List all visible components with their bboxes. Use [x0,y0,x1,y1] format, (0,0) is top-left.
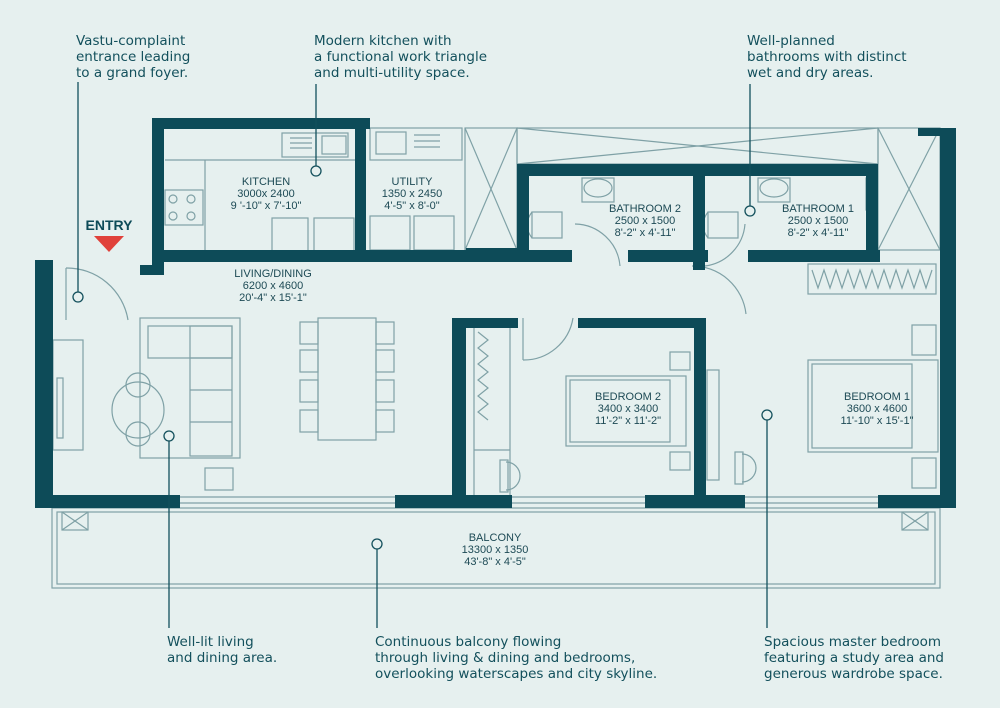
utility-name: UTILITY [392,176,434,188]
bathrooms-line-3: wet and dry areas. [747,65,874,81]
bedroom2-name: BEDROOM 2 [595,391,661,403]
utility-metric: 1350 x 2450 [382,188,443,200]
bathroom2-metric: 2500 x 1500 [615,215,676,227]
entrance-line-1: Vastu-complaint [76,33,186,49]
balcony-imperial: 43'-8" x 4'-5" [464,556,526,568]
bedroom1-metric: 3600 x 4600 [847,403,908,415]
kitchen-imperial: 9 '-10" x 7'-10" [231,200,302,212]
living-annotation: Well-lit living and dining area. [167,634,277,666]
living-metric: 6200 x 4600 [243,280,304,292]
living-line-2: and dining area. [167,650,278,666]
kitchen-line-1: Modern kitchen with [314,33,452,49]
kitchen-name: KITCHEN [242,176,290,188]
balcony-line-2: through living & dining and bedrooms, [375,650,636,666]
master-bedroom-annotation: Spacious master bedroom featuring a stud… [764,634,944,682]
kitchen-line-2: a functional work triangle [314,49,488,65]
bedroom1-name: BEDROOM 1 [844,391,910,403]
entry-arrow-icon [94,236,124,252]
bathrooms-line-1: Well-planned [747,33,835,49]
kitchen-metric: 3000x 2400 [237,188,295,200]
bathroom1-imperial: 8'-2" x 4'-11" [788,227,849,239]
bedroom1-imperial: 11'-10" x 15'-1" [841,415,914,427]
balcony-line-3: overlooking waterscapes and city skyline… [375,666,658,682]
entrance-line-2: entrance leading [76,49,191,65]
entry-label: ENTRY [86,217,134,233]
living-line-1: Well-lit living [167,634,254,650]
bathroom2-name: BATHROOM 2 [609,203,681,215]
master-line-3: generous wardrobe space. [764,666,943,682]
bathrooms-line-2: bathrooms with distinct [747,49,907,65]
thin-lines [51,127,941,589]
walls [35,118,956,508]
balcony-annotation: Continuous balcony flowing through livin… [375,634,657,682]
master-line-1: Spacious master bedroom [764,634,941,650]
master-line-2: featuring a study area and [764,650,944,666]
bathrooms-annotation: Well-planned bathrooms with distinct wet… [747,33,907,81]
living-imperial: 20'-4" x 15'-1" [239,292,307,304]
kitchen-annotation: Modern kitchen with a functional work tr… [314,33,487,81]
entrance-line-3: to a grand foyer. [76,65,189,81]
balcony-line-1: Continuous balcony flowing [375,634,562,650]
utility-imperial: 4'-5" x 8'-0" [384,200,440,212]
bathroom1-name: BATHROOM 1 [782,203,854,215]
living-name: LIVING/DINING [234,268,312,280]
balcony-name: BALCONY [469,532,522,544]
balcony-metric: 13300 x 1350 [462,544,529,556]
bedroom2-imperial: 11'-2" x 11'-2" [595,415,661,427]
leader-lines [72,82,773,628]
bathroom2-imperial: 8'-2" x 4'-11" [615,227,676,239]
bathroom1-metric: 2500 x 1500 [788,215,849,227]
kitchen-line-3: and multi-utility space. [314,65,470,81]
entrance-annotation: Vastu-complaint entrance leading to a gr… [76,33,190,81]
bedroom2-metric: 3400 x 3400 [598,403,659,415]
